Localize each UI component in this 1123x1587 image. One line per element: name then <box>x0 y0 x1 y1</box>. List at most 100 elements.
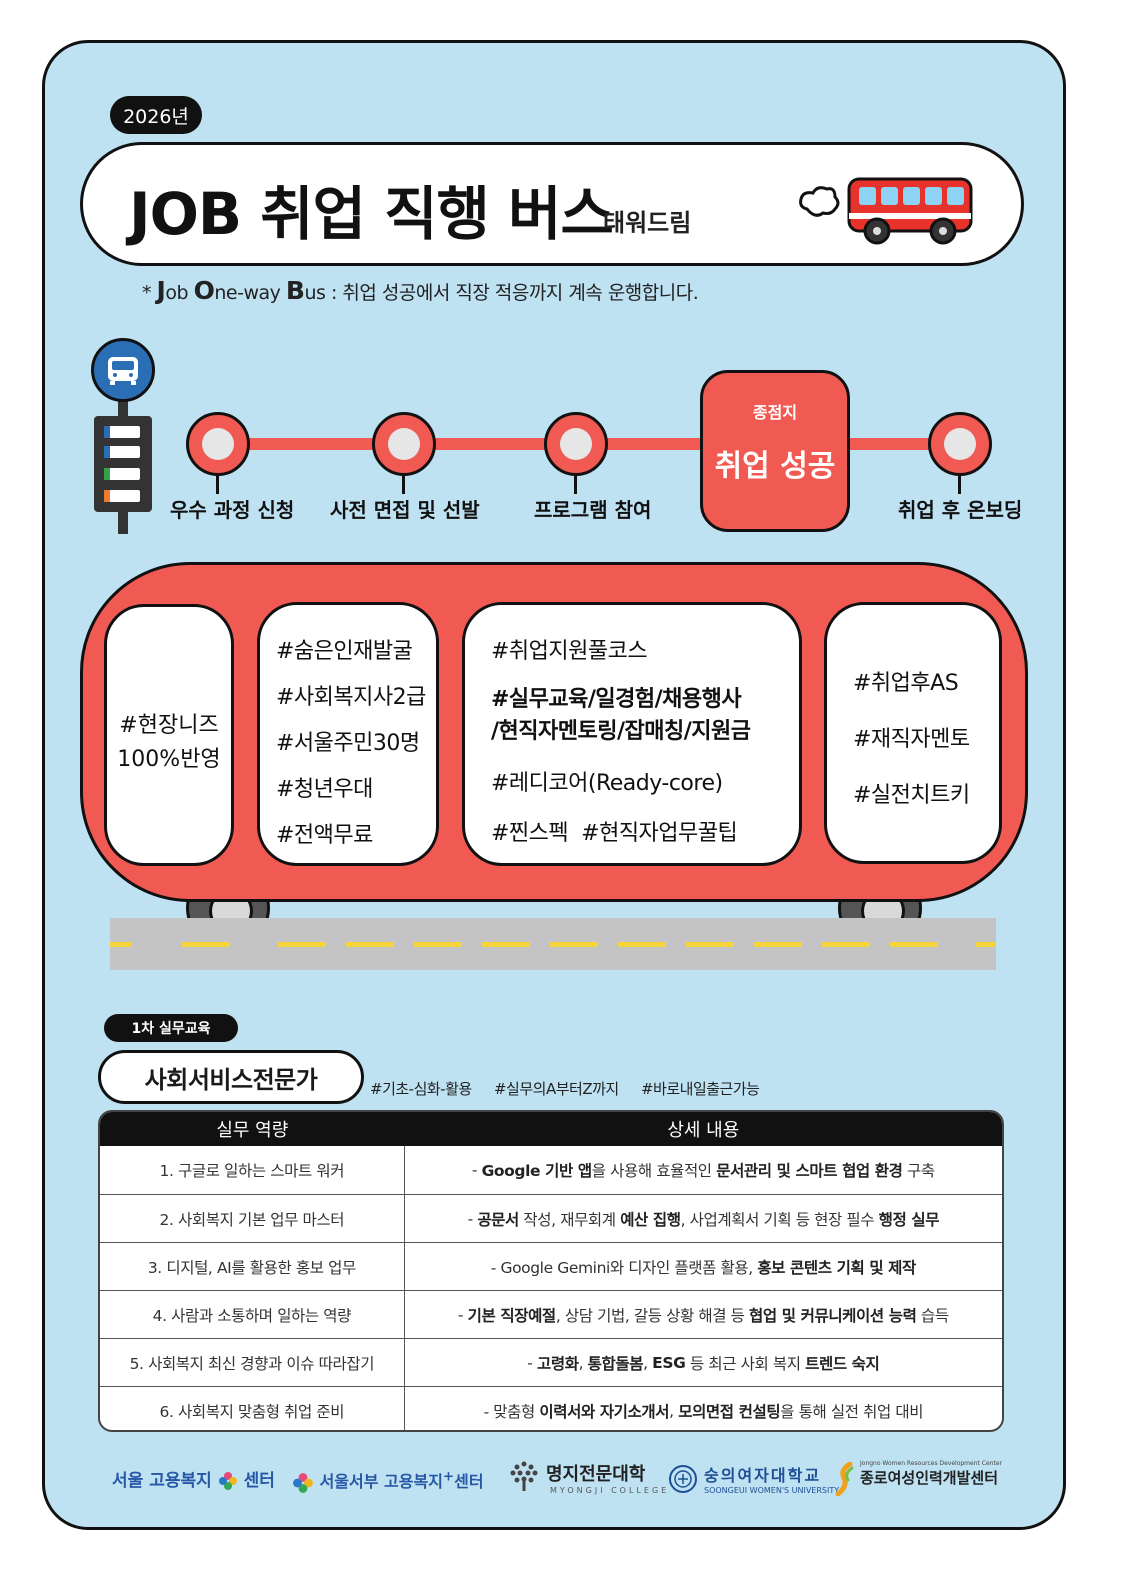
year-badge: 2026년 <box>110 96 202 134</box>
detail-segment: - 맞춤형 <box>483 1402 540 1421</box>
road <box>110 918 996 970</box>
detail-segment: , <box>669 1401 679 1420</box>
cell-skill: 4. 사람과 소통하며 일하는 역량 <box>100 1291 405 1338</box>
terminal-title: 취업 성공 <box>714 449 836 484</box>
detail-segment: - <box>471 1161 482 1179</box>
cell-detail: - 공문서 작성, 재무회계 예산 집행, 사업계획서 기획 등 현장 필수 행… <box>405 1195 1002 1242</box>
detail-segment: 을 사용해 효율적인 <box>591 1162 717 1180</box>
detail-segment: 예산 집행 <box>620 1210 681 1229</box>
detail-segment: 이력서와 자기소개서 <box>539 1402 670 1421</box>
detail-segment: 트렌드 숙지 <box>805 1354 880 1373</box>
tag-after-as: #취업후AS <box>853 671 959 696</box>
tag-social-worker: #사회복지사2급 <box>276 685 426 710</box>
flower-icon <box>218 1472 237 1490</box>
logo-myongji-college: 명지전문대학 MYONGJI COLLEGE <box>508 1460 669 1495</box>
tag-hidden-talent: #숨은인재발굴 <box>276 639 413 664</box>
cell-skill: 6. 사회복지 맞춤형 취업 준비 <box>100 1387 405 1430</box>
bus-stop-sign-icon <box>91 338 155 402</box>
tag-mentor: #재직자멘토 <box>853 727 970 752</box>
tag-seoul-residents: #서울주민30명 <box>276 731 420 756</box>
cell-detail: - 고령화, 통합돌봄, ESG 등 최근 사회 복지 트렌드 숙지 <box>405 1339 1002 1386</box>
detail-segment: 모의면접 컨설팅 <box>678 1402 781 1421</box>
detail-segment: - <box>527 1353 537 1372</box>
route-stop-3 <box>544 412 608 476</box>
detail-segment: Google 기반 앱 <box>481 1162 593 1180</box>
detail-segment: 협업 및 커뮤니케이션 능력 <box>749 1306 917 1325</box>
stop-label-interview: 사전 면접 및 선발 <box>330 498 480 522</box>
tag-field-needs: #현장니즈 <box>119 713 219 738</box>
detail-segment: 홍보 콘텐츠 기획 및 제작 <box>757 1258 916 1277</box>
detail-segment: 통합돌봄 <box>587 1354 644 1373</box>
tag-full-reflect: 100%반영 <box>117 747 221 772</box>
cell-skill: 1. 구글로 일하는 스마트 워커 <box>100 1146 405 1194</box>
bus-window-aftercare: #취업후AS #재직자멘토 #실전치트키 <box>824 602 1002 864</box>
route-stop-4 <box>928 412 992 476</box>
soongeui-seal-icon <box>669 1465 697 1493</box>
jongno-emblem-icon <box>835 1462 854 1496</box>
section-title: 사회서비스전문가 <box>98 1050 364 1104</box>
detail-segment: , <box>578 1353 588 1372</box>
detail-segment: 공문서 <box>477 1210 519 1229</box>
tag-cheat-key: #실전치트키 <box>853 783 970 808</box>
bus-window-needs: #현장니즈 100%반영 <box>104 604 234 866</box>
detail-segment: 을 통해 실전 취업 대비 <box>780 1402 924 1421</box>
table-header: 실무 역량 상세 내용 <box>100 1112 1002 1146</box>
detail-segment: 구축 <box>902 1162 935 1180</box>
logo-seoul-employment-center: 서울 고용복지 센터 <box>112 1471 275 1491</box>
cell-detail: - Google Gemini와 디자인 플랫폼 활용, 홍보 콘텐츠 기획 및… <box>405 1243 1002 1290</box>
myongji-emblem-icon <box>510 1461 538 1491</box>
table-row: 5. 사회복지 최신 경향과 이슈 따라잡기- 고령화, 통합돌봄, ESG 등… <box>100 1338 1002 1386</box>
logo-soongeui-university: 숭의여자대학교 SOONGEUI WOMEN'S UNIVERSITY <box>668 1462 839 1495</box>
table-row: 6. 사회복지 맞춤형 취업 준비- 맞춤형 이력서와 자기소개서, 모의면접 … <box>100 1386 1002 1430</box>
bus-window-fullcourse: #취업지원풀코스 #실무교육/일경험/채용행사 /현직자멘토링/잡매칭/지원금 … <box>462 602 802 866</box>
page-subtitle: 태워드림 <box>603 209 692 237</box>
detail-segment: - Google Gemini와 디자인 플랫폼 활용, <box>490 1258 758 1277</box>
stop-label-program: 프로그램 참여 <box>534 498 652 522</box>
bus-window-talent: #숨은인재발굴 #사회복지사2급 #서울주민30명 #청년우대 #전액무료 <box>257 602 439 866</box>
bus-front-icon <box>108 357 138 385</box>
tag-youth: #청년우대 <box>276 777 373 802</box>
cell-skill: 5. 사회복지 최신 경향과 이슈 따라잡기 <box>100 1339 405 1386</box>
title-banner: JOB 취업 직행 버스 태워드림 <box>80 142 1024 266</box>
bus-timetable-board <box>94 416 152 512</box>
detail-segment: 습득 <box>916 1306 949 1325</box>
tag-fullcourse: #취업지원풀코스 <box>491 639 648 664</box>
logo-seoul-west-employment-center: 서울서부 고용복지+센터 <box>292 1468 484 1494</box>
tag-mentoring-list: /현직자멘토링/잡매칭/지원금 <box>491 719 751 744</box>
tag-ready-core: #레디코어(Ready-core) <box>491 771 723 796</box>
route-stop-2 <box>372 412 436 476</box>
detail-segment: 고령화 <box>536 1354 579 1373</box>
section-badge: 1차 실무교육 <box>104 1014 238 1042</box>
detail-segment: , <box>643 1353 653 1372</box>
detail-segment: 등 최근 사회 복지 <box>685 1354 806 1373</box>
terminal-stop: 종점지 취업 성공 <box>700 370 850 532</box>
stop-label-onboarding: 취업 후 온보딩 <box>898 498 1023 522</box>
page-title: JOB 취업 직행 버스 <box>129 180 614 248</box>
table-row: 2. 사회복지 기본 업무 마스터- 공문서 작성, 재무회계 예산 집행, 사… <box>100 1194 1002 1242</box>
job-oneway-bus-caption: * Job One-way Bus : 취업 성공에서 직장 적응까지 계속 운… <box>142 276 699 305</box>
logo-jongno-women-center: Jongno Women Resources Development Cente… <box>834 1460 1002 1496</box>
stop-label-apply: 우수 과정 신청 <box>170 498 295 522</box>
detail-segment: 행정 실무 <box>878 1210 940 1229</box>
header-skill: 실무 역량 <box>216 1120 289 1141</box>
bus-icon <box>799 177 973 245</box>
tag-free: #전액무료 <box>276 823 373 848</box>
table-row: 4. 사람과 소통하며 일하는 역량- 기본 직장예절, 상담 기법, 갈등 상… <box>100 1290 1002 1338</box>
curriculum-table: 실무 역량 상세 내용 1. 구글로 일하는 스마트 워커- Google 기반… <box>98 1110 1004 1432</box>
detail-segment: 기본 직장예절 <box>467 1306 557 1325</box>
cell-detail: - 기본 직장예절, 상담 기법, 갈등 상황 해결 등 협업 및 커뮤니케이션… <box>405 1291 1002 1338</box>
terminal-label: 종점지 <box>752 403 798 422</box>
detail-segment: - <box>467 1209 478 1228</box>
cell-skill: 3. 디지털, AI를 활용한 홍보 업무 <box>100 1243 405 1290</box>
detail-segment: ESG <box>652 1353 686 1372</box>
flower-icon <box>293 1472 313 1493</box>
route-stop-1 <box>186 412 250 476</box>
header-detail: 상세 내용 <box>667 1120 740 1141</box>
detail-segment: 작성, 재무회계 <box>518 1210 621 1229</box>
cell-skill: 2. 사회복지 기본 업무 마스터 <box>100 1195 405 1242</box>
table-row: 3. 디지털, AI를 활용한 홍보 업무- Google Gemini와 디자… <box>100 1242 1002 1290</box>
